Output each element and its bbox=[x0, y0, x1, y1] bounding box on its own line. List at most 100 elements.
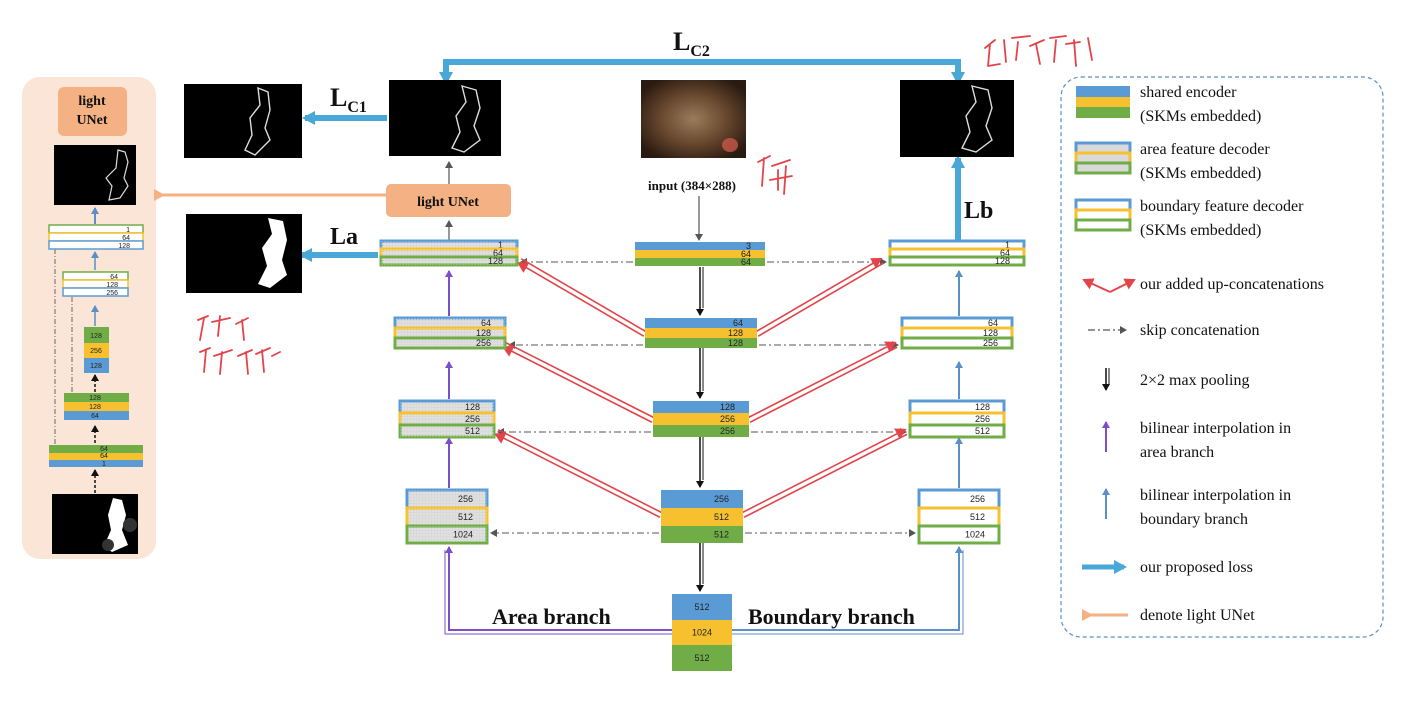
boundary-decoder-channel-label: 1024 bbox=[965, 530, 985, 540]
up-concatenation bbox=[497, 429, 663, 514]
legend-label-line2: area branch bbox=[1140, 444, 1214, 461]
light-unet-output-mask bbox=[54, 145, 136, 205]
encoder-channel-label: 512 bbox=[714, 512, 729, 522]
legend-icon-max-pooling bbox=[1102, 368, 1110, 391]
lu-num: 64 bbox=[110, 274, 118, 281]
up-concatenation bbox=[755, 257, 883, 333]
handwritten-annotation-area bbox=[197, 315, 281, 375]
light-unet-panel: light UNet 1 64 128 64 128 256 bbox=[22, 77, 156, 559]
area-decoder-channel-label: 256 bbox=[465, 414, 480, 424]
lu-num: 1 bbox=[102, 461, 106, 468]
encoder-channel-label: 256 bbox=[714, 494, 729, 504]
encoder-layer bbox=[635, 250, 765, 258]
boundary-decoder-channel-label: 512 bbox=[975, 426, 990, 436]
light-unet-input-shape bbox=[104, 498, 128, 552]
up-concatenation bbox=[757, 262, 884, 337]
lu-num: 256 bbox=[106, 290, 118, 297]
encoder-channel-label: 64 bbox=[733, 318, 743, 328]
boundary-decoder-channel-label: 256 bbox=[970, 494, 985, 504]
boundary-bottom-route bbox=[732, 550, 964, 635]
boundary-decoder-channel-label: 128 bbox=[975, 402, 990, 412]
boundary-decoder-channel-label: 512 bbox=[970, 512, 985, 522]
encoder-channel-label: 512 bbox=[694, 653, 709, 663]
legend-label: our added up-concatenations bbox=[1140, 276, 1324, 293]
handwritten-annotation-input bbox=[757, 155, 793, 195]
boundary-decoder-layer bbox=[917, 488, 1001, 510]
legend-label: 2×2 max pooling bbox=[1140, 372, 1249, 389]
boundary-decoder-block: 256 512 1024 bbox=[917, 488, 1001, 545]
up-concatenation bbox=[517, 262, 645, 337]
up-concatenation bbox=[502, 345, 653, 423]
light-unet-input-dot bbox=[102, 539, 114, 551]
encoder-channel-label: 256 bbox=[720, 414, 735, 424]
encoder-block: 256 512 512 bbox=[661, 490, 743, 543]
up-concatenation bbox=[747, 341, 897, 419]
area-decoder-texture bbox=[407, 490, 487, 508]
lu-num: 128 bbox=[118, 243, 130, 250]
legend-label-line2: boundary branch bbox=[1140, 511, 1248, 528]
up-concatenation bbox=[520, 258, 647, 333]
area-bottom-route bbox=[445, 546, 672, 631]
area-output-mask bbox=[186, 214, 302, 293]
lc1-label: LC1 bbox=[330, 83, 367, 116]
legend-icon-area-decoder bbox=[1074, 141, 1132, 175]
legend-label: boundary feature decoder bbox=[1140, 198, 1304, 215]
boundary-decoder-layer bbox=[888, 255, 1026, 267]
boundary-output-contour bbox=[960, 85, 993, 153]
lu-num: 64 bbox=[100, 453, 108, 460]
legend: shared encoder (SKMs embedded) area featur… bbox=[1060, 76, 1384, 638]
lu-num: 256 bbox=[90, 348, 102, 355]
encoder-channel-label: 64 bbox=[741, 249, 751, 259]
boundary-decoder-channel-label: 128 bbox=[995, 256, 1010, 266]
boundary-output-mask bbox=[900, 80, 1014, 157]
area-decoder-channel-label: 128 bbox=[488, 256, 503, 266]
legend-label: bilinear interpolation in bbox=[1140, 487, 1291, 504]
encoder-channel-label: 3 bbox=[746, 241, 751, 251]
lc2-label: LC2 bbox=[673, 27, 710, 60]
encoder-channel-label: 512 bbox=[714, 530, 729, 540]
legend-label: our proposed loss bbox=[1140, 559, 1253, 576]
encoder-layer bbox=[645, 318, 757, 328]
legend-label: shared encoder bbox=[1140, 84, 1237, 101]
boundary-decoder-channel-label: 128 bbox=[983, 328, 998, 338]
encoder-layer bbox=[635, 242, 765, 250]
area-decoder-channel-label: 512 bbox=[465, 426, 480, 436]
up-concatenation bbox=[494, 432, 661, 518]
lu-num: 128 bbox=[90, 363, 102, 370]
light-unet-title-line2: UNet bbox=[76, 113, 107, 128]
area-decoder-texture bbox=[395, 338, 505, 348]
area-decoder-channel-label: 128 bbox=[465, 402, 480, 412]
boundary-branch-label: Boundary branch bbox=[748, 604, 915, 629]
light-unet-output-contour bbox=[105, 149, 129, 201]
lu-num: 128 bbox=[89, 404, 101, 411]
encoder-layer bbox=[645, 338, 757, 348]
handwritten-annotation-boundary bbox=[984, 35, 1093, 67]
area-decoder-channel-label: 256 bbox=[458, 494, 473, 504]
area-decoder-channel-label: 256 bbox=[476, 338, 491, 348]
encoder-layer bbox=[661, 526, 743, 543]
encoder-layer bbox=[661, 508, 743, 526]
area-decoder-texture bbox=[400, 413, 494, 425]
area-decoder-channel-label: 512 bbox=[458, 512, 473, 522]
light-unet-title-line1: light bbox=[78, 94, 106, 109]
legend-label: denote light UNet bbox=[1140, 607, 1255, 624]
lu-num: 64 bbox=[122, 235, 130, 242]
legend-icon-boundary-decoder bbox=[1074, 198, 1132, 232]
legend-label-line2: (SKMs embedded) bbox=[1140, 222, 1261, 239]
legend-icon-up-concatenation bbox=[1082, 278, 1136, 293]
lc1-output-mask bbox=[184, 84, 302, 158]
legend-label: bilinear interpolation in bbox=[1140, 420, 1291, 437]
area-decoder-channel-label: 64 bbox=[493, 248, 503, 258]
encoder-layer bbox=[635, 258, 765, 266]
area-branch-label: Area branch bbox=[492, 604, 611, 629]
area-decoder-texture bbox=[400, 425, 494, 437]
boundary-decoder-layer bbox=[900, 336, 1014, 350]
legend-label: area feature decoder bbox=[1140, 141, 1270, 158]
